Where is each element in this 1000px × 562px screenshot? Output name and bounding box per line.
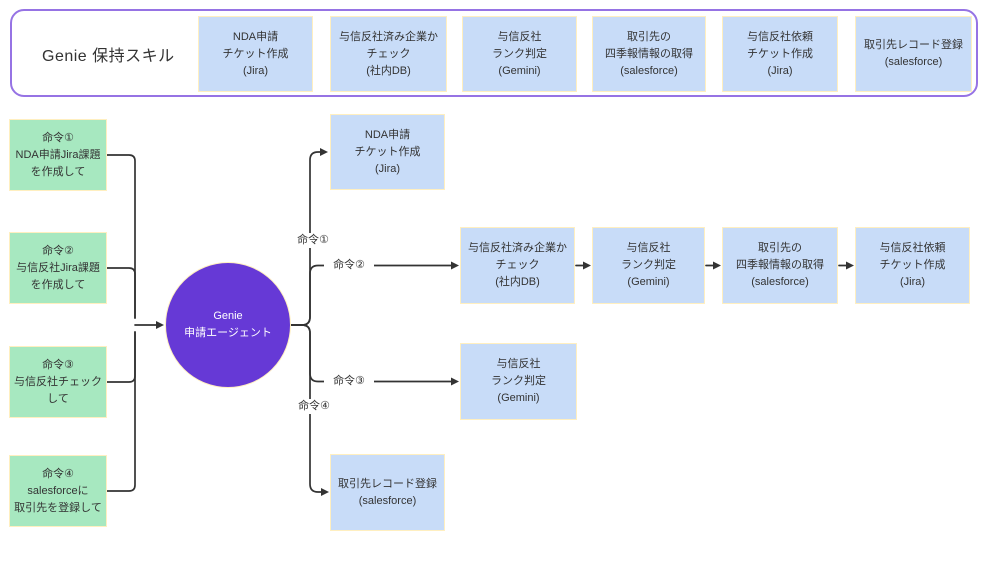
node-label-line: チケット作成 [354, 145, 421, 158]
edge-label-cmd3: 命令③ [324, 374, 374, 389]
node-label-line: 与信反社 [626, 242, 671, 254]
node-label-line: (Gemini) [497, 392, 540, 404]
node-label-line: 取引先を登録して [14, 501, 102, 514]
node-label-line: 命令③ [42, 358, 74, 371]
node-label-line: (Gemini) [498, 64, 541, 77]
edge-command4-to-agent [106, 331, 136, 492]
flow-node-credit-rank-single: 与信反社 ランク判定 (Gemini) [460, 343, 577, 420]
node-label-line: 四季報情報の取得 [736, 259, 824, 271]
flow-node-nda-ticket: NDA申請 チケット作成 (Jira) [330, 114, 445, 190]
node-label-line: 与信反社済み企業か [468, 242, 567, 254]
skill-box-credit-rank: 与信反社 ランク判定 (Gemini) [462, 16, 577, 92]
command-box-1: 命令① NDA申請Jira課題 を作成して [9, 119, 107, 191]
node-label-line: (Jira) [767, 64, 793, 77]
node-label-line: (salesforce) [358, 494, 417, 507]
flow-node-credit-request-ticket: 与信反社依頼 チケット作成 (Jira) [855, 227, 970, 304]
node-label-line: を作成して [30, 165, 86, 178]
command-box-3: 命令③ 与信反社チェック して [9, 346, 107, 418]
node-label-line: を作成して [30, 278, 86, 291]
node-label-line: 与信反社済み企業か [339, 30, 438, 43]
node-label-line: 命令② [42, 244, 74, 257]
node-label-line: salesforceに [27, 484, 89, 497]
command-box-2: 命令② 与信反社Jira課題 を作成して [9, 232, 107, 304]
node-label-line: (社内DB) [495, 276, 540, 288]
node-label-line: ランク判定 [621, 259, 676, 271]
node-label-line: チケット作成 [747, 47, 813, 60]
flow-node-shikiho-fetch: 取引先の 四季報情報の取得 (salesforce) [722, 227, 838, 304]
node-label-line: チケット作成 [879, 259, 946, 271]
node-label-line: (salesforce) [884, 56, 943, 68]
node-label-line: (社内DB) [366, 64, 411, 77]
node-label-line: 命令④ [42, 467, 74, 480]
node-label-line: チケット作成 [222, 47, 289, 60]
node-label-line: (Jira) [374, 162, 401, 175]
skill-box-nda-ticket: NDA申請 チケット作成 (Jira) [198, 16, 313, 92]
node-label-line: (salesforce) [751, 276, 809, 288]
node-label-line: 与信反社依頼 [879, 242, 946, 254]
node-label-line: ランク判定 [492, 47, 547, 60]
node-label-line: 四季報情報の取得 [605, 47, 693, 60]
edge-agent-to-credit-check [290, 261, 459, 326]
edge-label-cmd4: 命令④ [289, 399, 339, 414]
node-label-line: (Gemini) [627, 276, 670, 288]
node-label-line: Genie [213, 310, 243, 322]
node-label-line: NDA申請 [364, 128, 411, 141]
node-label-line: 取引先レコード登録 [864, 39, 963, 51]
node-label-line: (salesforce) [620, 64, 678, 77]
edge-label-cmd2: 命令② [324, 258, 374, 273]
node-label-line: NDA申請Jira課題 [15, 148, 101, 161]
skill-box-credit-check: 与信反社済み企業か チェック (社内DB) [330, 16, 447, 92]
node-label-line: 与信反社 [496, 358, 541, 370]
command-box-4: 命令④ salesforceに 取引先を登録して [9, 455, 107, 527]
node-label-line: チェック [495, 259, 540, 271]
edge-command1-to-agent [106, 154, 136, 319]
agent-circle: Genie 申請エージェント [165, 262, 291, 388]
node-label-line: 取引先の [627, 30, 671, 43]
node-label-line: 与信反社 [497, 30, 542, 43]
edge-label-cmd1: 命令① [288, 233, 338, 248]
node-label-line: 命令① [42, 131, 74, 144]
node-label-line: 取引先レコード登録 [338, 477, 437, 490]
node-label-line: 与信反社Jira課題 [16, 261, 100, 274]
node-label-line: して [47, 392, 69, 405]
node-label-line: ランク判定 [491, 375, 546, 387]
node-label-line: チェック [366, 47, 411, 60]
edge-command3-to-agent [106, 331, 136, 383]
flow-node-credit-rank: 与信反社 ランク判定 (Gemini) [592, 227, 705, 304]
skill-box-account-record: 取引先レコード登録 (salesforce) [855, 16, 972, 92]
flow-node-account-record: 取引先レコード登録 (salesforce) [330, 454, 445, 531]
node-label-line: 取引先の [758, 242, 802, 254]
node-label-line: (Jira) [242, 64, 269, 77]
left-connectors [106, 154, 164, 492]
node-label-line: 申請エージェント [184, 327, 272, 339]
node-label-line: 与信反社チェック [14, 375, 102, 388]
skill-box-credit-request-ticket: 与信反社依頼 チケット作成 (Jira) [722, 16, 838, 92]
node-label-line: NDA申請 [232, 30, 279, 43]
right-connectors [290, 148, 459, 496]
edge-command2-to-agent [106, 267, 136, 319]
node-label-line: (Jira) [899, 276, 926, 288]
flow-node-credit-check: 与信反社済み企業か チェック (社内DB) [460, 227, 575, 304]
banner-title: Genie 保持スキル [42, 48, 175, 65]
node-label-line: 与信反社依頼 [747, 30, 813, 43]
skill-box-shikiho-fetch: 取引先の 四季報情報の取得 (salesforce) [592, 16, 706, 92]
